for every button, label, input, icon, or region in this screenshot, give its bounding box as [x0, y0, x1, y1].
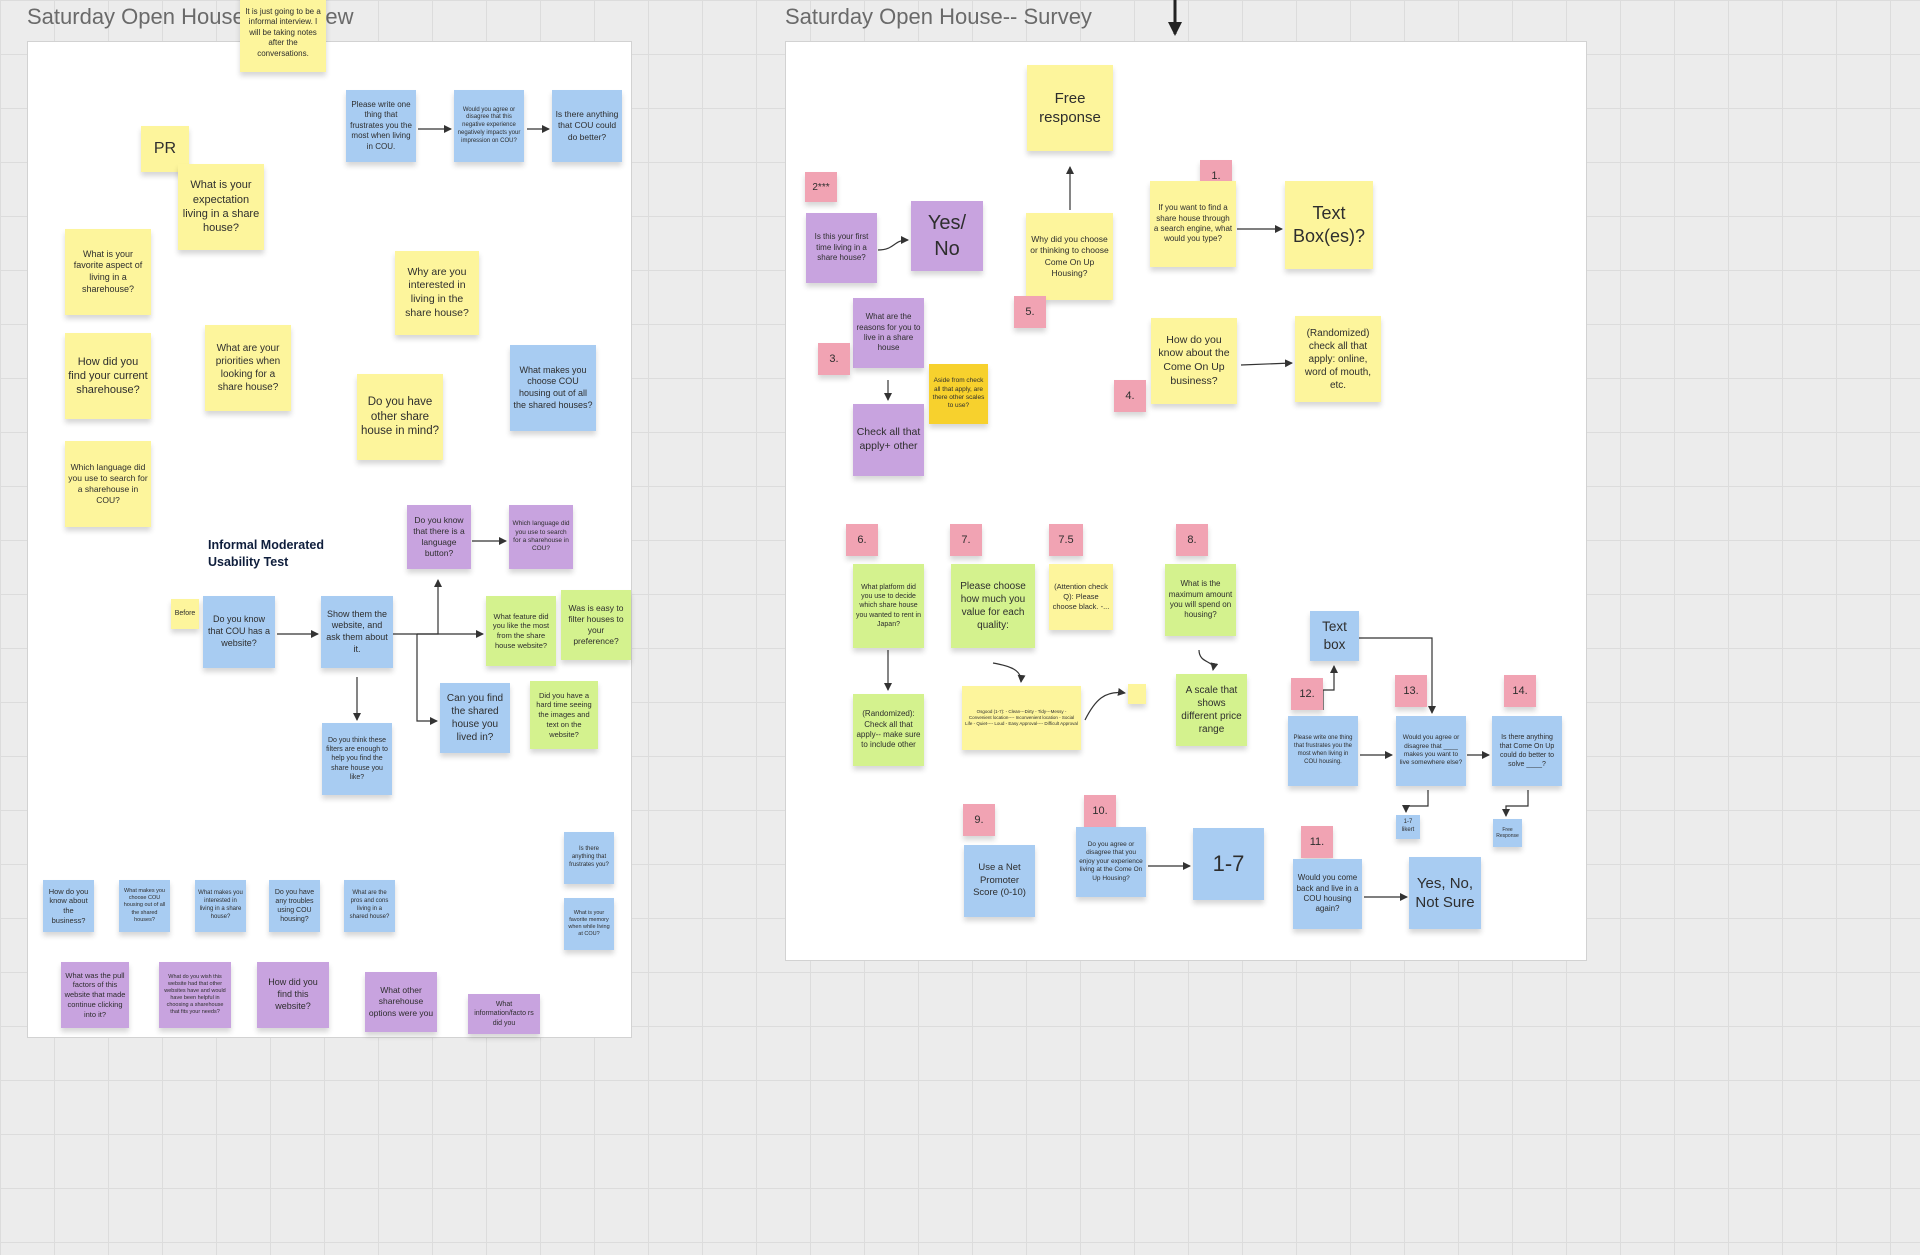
- wish-info-note[interactable]: What do you wish this website had that o…: [159, 962, 231, 1028]
- step-label-6[interactable]: 6.: [846, 524, 878, 556]
- survey-frame-title[interactable]: Saturday Open House-- Survey: [785, 4, 1092, 29]
- attention-note[interactable]: (Attention check Q): Please choose black…: [1049, 564, 1113, 630]
- text-box-note[interactable]: Text box: [1310, 611, 1359, 661]
- makes-interested-note[interactable]: What makes you interested in living in a…: [195, 880, 246, 932]
- nps-note[interactable]: Use a Net Promoter Score (0-10): [964, 845, 1035, 917]
- how-find-website-note[interactable]: How did you find this website?: [257, 962, 329, 1028]
- randomized-online-note[interactable]: (Randomized) check all that apply: onlin…: [1295, 316, 1381, 402]
- step-label-13[interactable]: 13.: [1395, 675, 1427, 707]
- step-label-8[interactable]: 8.: [1176, 524, 1208, 556]
- step-label-12[interactable]: 12.: [1291, 678, 1323, 710]
- agree-negative-note[interactable]: Would you agree or disagree that this ne…: [454, 90, 524, 162]
- hard-time-note[interactable]: Did you have a hard time seeing the imag…: [530, 681, 598, 749]
- how-know-come-on-up-note[interactable]: How do you know about the Come On Up bus…: [1151, 318, 1237, 404]
- priorities-note[interactable]: What are your priorities when looking fo…: [205, 325, 291, 411]
- other-house-note[interactable]: Do you have other share house in mind?: [357, 374, 443, 460]
- why-choose-note[interactable]: Why did you choose or thinking to choose…: [1026, 213, 1113, 300]
- step-label-14[interactable]: 14.: [1504, 675, 1536, 707]
- what-info-note[interactable]: What information/facto rs did you: [468, 994, 540, 1034]
- step-label-3[interactable]: 3.: [818, 343, 850, 375]
- scale-1-7-note[interactable]: 1-7: [1193, 828, 1264, 900]
- yes-no-note[interactable]: Yes/ No: [911, 201, 983, 271]
- filters-enough-note[interactable]: Do you think these filters are enough to…: [322, 723, 392, 795]
- step-label-7[interactable]: 7.: [950, 524, 982, 556]
- write-frustrates-note[interactable]: Please write one thing that frustrates y…: [346, 90, 416, 162]
- know-website-note[interactable]: Do you know that COU has a website?: [203, 596, 275, 668]
- how-find-note[interactable]: How did you find your current sharehouse…: [65, 333, 151, 419]
- which-language-note-1[interactable]: Which language did you use to search for…: [65, 441, 151, 527]
- find-search-note[interactable]: If you want to find a share house throug…: [1150, 181, 1236, 267]
- expectation-note[interactable]: What is your expectation living in a sha…: [178, 164, 264, 250]
- before-note[interactable]: Before: [171, 599, 199, 629]
- enjoy-experience-note[interactable]: Do you agree or disagree that you enjoy …: [1076, 827, 1146, 897]
- step-label-9[interactable]: 9.: [963, 804, 995, 836]
- makes-choose-note[interactable]: What makes you choose COU housing out of…: [119, 880, 170, 932]
- why-interested-note[interactable]: Why are you interested in living in the …: [395, 251, 479, 335]
- favorite-memory-note[interactable]: What is your favorite memory when while …: [564, 898, 614, 950]
- small-blank-note[interactable]: [1128, 684, 1146, 704]
- know-language-button-note[interactable]: Do you know that there is a language but…: [407, 505, 471, 569]
- choose-value-note[interactable]: Please choose how much you value for eac…: [951, 564, 1035, 648]
- step-label-7-5[interactable]: 7.5: [1049, 524, 1083, 556]
- step-label-2[interactable]: 2***: [805, 172, 837, 202]
- favorite-aspect-note[interactable]: What is your favorite aspect of living i…: [65, 229, 151, 315]
- pull-factors-note[interactable]: What was the pull factors of this websit…: [61, 962, 129, 1028]
- show-website-note[interactable]: Show them the website, and ask them abou…: [321, 596, 393, 668]
- usability-test-title[interactable]: Informal Moderated Usability Test: [208, 538, 324, 569]
- write-frustrates-survey-note[interactable]: Please write one thing that frustrates y…: [1288, 716, 1358, 786]
- any-troubles-note[interactable]: Do you have any troubles using COU housi…: [269, 880, 320, 932]
- max-amount-note[interactable]: What is the maximum amount you will spen…: [1165, 564, 1236, 636]
- text-boxes-note[interactable]: Text Box(es)?: [1285, 181, 1373, 269]
- likert-note[interactable]: 1-7 likert: [1396, 815, 1420, 839]
- anything-frustrates-note[interactable]: Is there anything that frustrates you?: [564, 832, 614, 884]
- come-back-note[interactable]: Would you come back and live in a COU ho…: [1293, 859, 1362, 929]
- how-know-business-note[interactable]: How do you know about the business?: [43, 880, 94, 932]
- what-makes-note[interactable]: What makes you choose COU housing out of…: [510, 345, 596, 431]
- aside-note[interactable]: Aside from check all that apply, are the…: [929, 364, 988, 424]
- step-label-10[interactable]: 10.: [1084, 795, 1116, 827]
- can-find-note[interactable]: Can you find the shared house you lived …: [440, 683, 510, 753]
- survey-frame: [785, 41, 1587, 961]
- free-resp-small-note[interactable]: Free Response: [1493, 819, 1522, 847]
- first-time-note[interactable]: Is this your first time living in a shar…: [806, 213, 877, 283]
- feature-like-note[interactable]: What feature did you like the most from …: [486, 596, 556, 666]
- randomized-check-note[interactable]: (Randomized): Check all that apply-- mak…: [853, 694, 924, 766]
- free-response-note[interactable]: Free response: [1027, 65, 1113, 151]
- anything-better-note[interactable]: Is there anything that Come On Up could …: [1492, 716, 1562, 786]
- step-label-5[interactable]: 5.: [1014, 296, 1046, 328]
- agree-makes-note[interactable]: Would you agree or disagree that ____ ma…: [1396, 716, 1466, 786]
- step-label-4[interactable]: 4.: [1114, 380, 1146, 412]
- cou-better-note[interactable]: Is there anything that COU could do bett…: [552, 90, 622, 162]
- quality-scale-note[interactable]: Osgood (1-7): - Clean---Dirty - Tidy---M…: [962, 686, 1081, 750]
- easy-filter-note[interactable]: Was is easy to filter houses to your pre…: [561, 590, 631, 660]
- reasons-note[interactable]: What are the reasons for you to live in …: [853, 298, 924, 368]
- check-all-note[interactable]: Check all that apply+ other: [853, 404, 924, 476]
- other-options-note[interactable]: What other sharehouse options were you: [365, 972, 437, 1032]
- which-language-note-2[interactable]: Which language did you use to search for…: [509, 505, 573, 569]
- step-label-11[interactable]: 11.: [1301, 826, 1333, 858]
- what-platform-note[interactable]: What platform did you use to decide whic…: [853, 564, 924, 648]
- scale-range-note[interactable]: A scale that shows different price range: [1176, 674, 1247, 746]
- pros-cons-note[interactable]: What are the pros and cons living in a s…: [344, 880, 395, 932]
- intro-note[interactable]: It is just going to be a informal interv…: [240, 0, 326, 72]
- yes-no-not-sure-note[interactable]: Yes, No, Not Sure: [1409, 857, 1481, 929]
